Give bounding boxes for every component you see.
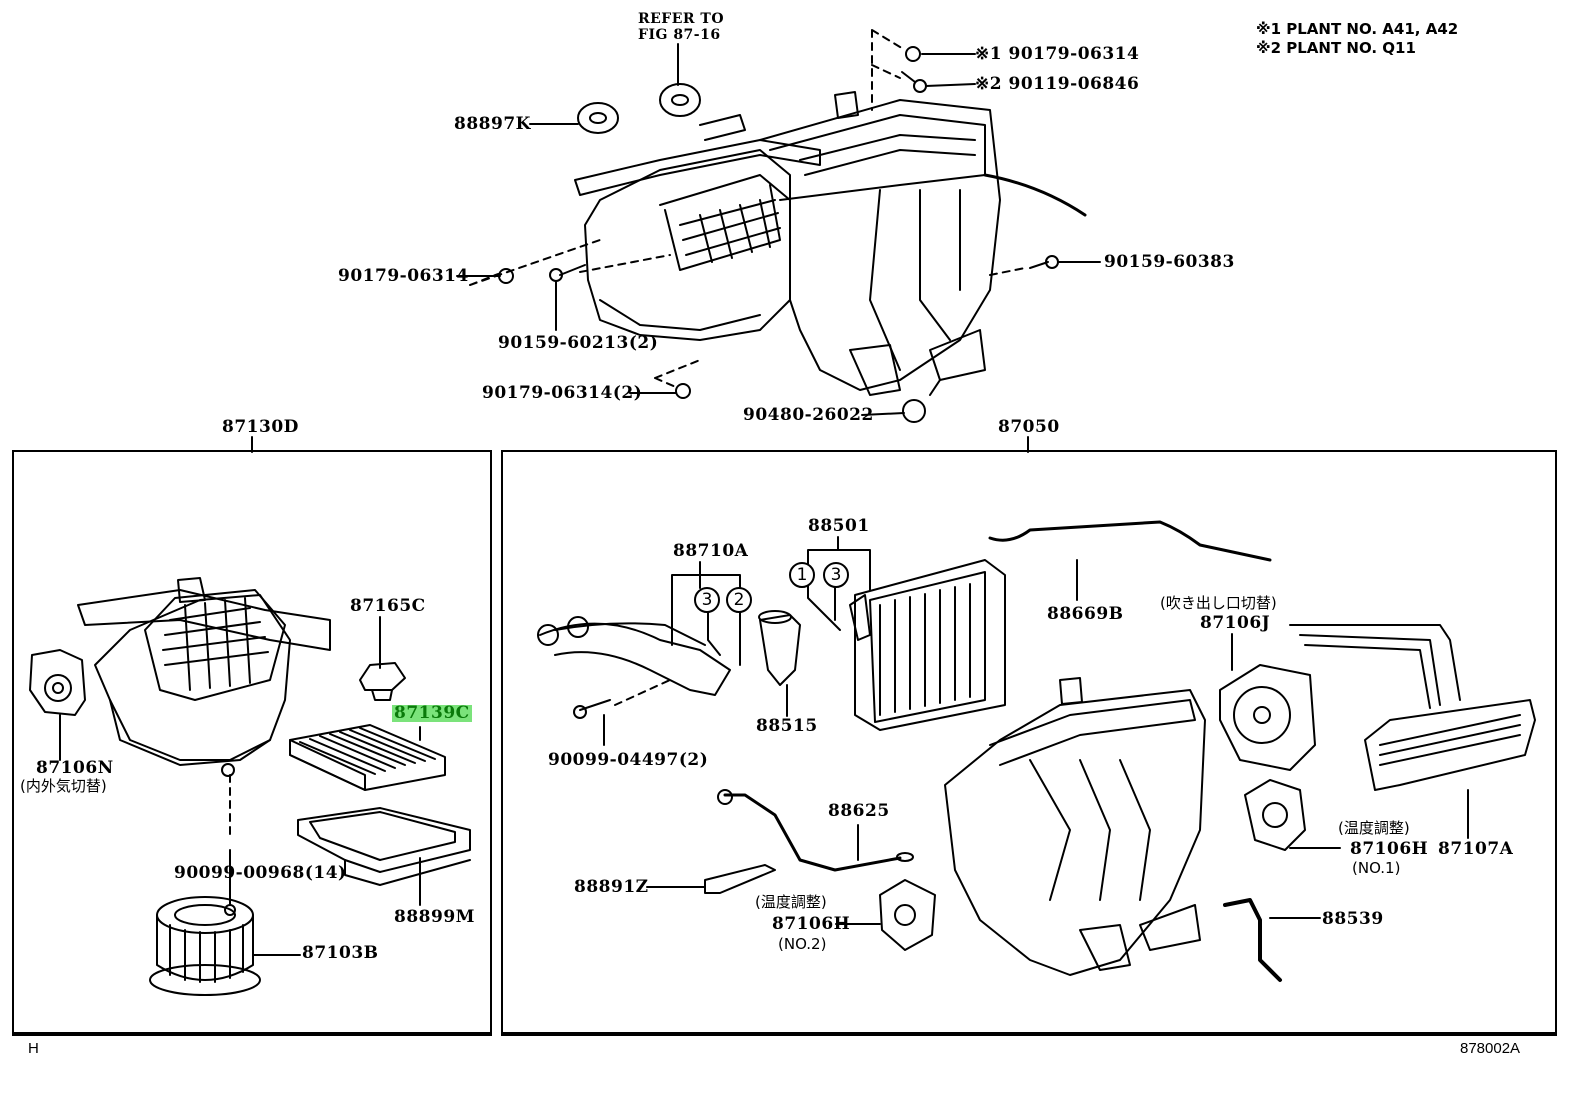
part-no-87106h-no2: (NO.2) (778, 935, 827, 953)
refer-to-label: REFER TO (638, 11, 725, 27)
part-label-88710a[interactable]: 88710A (673, 541, 749, 561)
footer-left-code: H (28, 1040, 39, 1057)
top-dashed-guides (469, 29, 1026, 389)
left-resistor-87165c (359, 662, 406, 701)
part-label-87165c[interactable]: 87165C (350, 596, 426, 616)
part-label-87139c-highlighted[interactable]: 87139C (392, 703, 472, 723)
right-heater-case (944, 677, 1206, 976)
part-label-87106j[interactable]: 87106J (1200, 613, 1271, 633)
right-expansion-valve-88515 (758, 610, 801, 686)
right-dashed-guide (614, 679, 671, 706)
right-evaporator-88501 (849, 559, 1006, 731)
part-label-90159-60383[interactable]: 90159-60383 (1104, 252, 1235, 272)
part-label-88515[interactable]: 88515 (756, 716, 818, 736)
part-label-88897k[interactable]: 88897K (454, 114, 531, 134)
part-label-87106h-no2[interactable]: 87106H (772, 914, 851, 934)
part-sub-87106h-no1: (温度調整) (1338, 819, 1410, 837)
part-label-90099-00968[interactable]: 90099-00968(14) (174, 863, 347, 883)
part-no-87106h-no1: (NO.1) (1352, 859, 1401, 877)
part-label-88899m[interactable]: 88899M (394, 907, 475, 927)
left-blower-assembly (77, 577, 331, 777)
group-frame-87130d (12, 450, 492, 1036)
group-label-87050[interactable]: 87050 (998, 417, 1060, 437)
right-hose-88539 (1223, 898, 1282, 982)
callout-circle-2: 2 (726, 587, 752, 613)
part-label-88501[interactable]: 88501 (808, 516, 870, 536)
right-heater-core-87107a (1289, 624, 1536, 791)
part-sub-87106j: (吹き出し口切替) (1160, 594, 1277, 612)
part-label-87107a[interactable]: 87107A (1438, 839, 1514, 859)
part-label-90480-26022[interactable]: 90480-26022 (743, 405, 874, 425)
left-filter-87139c (289, 724, 446, 791)
plant-note-1: ※1 PLANT NO. A41, A42 (1256, 20, 1459, 38)
part-label-90119-06846-plant2[interactable]: ※2 90119-06846 (975, 74, 1140, 94)
right-sensor-88625 (717, 789, 914, 872)
top-leader-lines (456, 43, 1101, 416)
part-label-90099-04497[interactable]: 90099-04497(2) (548, 750, 709, 770)
right-connector-88891z (704, 864, 776, 894)
callout-circle-3-pipe: 3 (694, 587, 720, 613)
part-label-88625[interactable]: 88625 (828, 801, 890, 821)
part-label-90179-06314-qty2[interactable]: 90179-06314(2) (482, 383, 643, 403)
figure-number: 878002A (1460, 1040, 1521, 1057)
left-case-88899m (297, 807, 471, 886)
left-blower-motor-87103b (149, 896, 261, 996)
right-servo-87106h-no1 (1244, 779, 1306, 851)
part-label-90179-06314[interactable]: 90179-06314 (338, 266, 469, 286)
group-label-87130d[interactable]: 87130D (222, 417, 299, 437)
part-label-88539[interactable]: 88539 (1322, 909, 1384, 929)
refer-fig-link[interactable]: FIG 87-16 (638, 27, 721, 43)
right-drain-hose-88669b (988, 520, 1272, 562)
left-leaders (59, 616, 421, 956)
group-frame-87050 (501, 450, 1557, 1036)
right-servo-87106j (1219, 664, 1316, 771)
part-label-88891z[interactable]: 88891Z (574, 877, 649, 897)
part-label-87106n[interactable]: 87106N (36, 758, 114, 778)
plant-note-2: ※2 PLANT NO. Q11 (1256, 39, 1416, 57)
part-label-90179-06314-plant1[interactable]: ※1 90179-06314 (975, 44, 1140, 64)
part-label-88669b[interactable]: 88669B (1047, 604, 1124, 624)
callout-circle-1: 1 (789, 562, 815, 588)
left-servo-87106n (29, 649, 86, 716)
right-pipes-88710a (537, 616, 731, 719)
callout-circle-3-evap: 3 (823, 562, 849, 588)
right-servo-87106h-no2 (879, 879, 936, 951)
part-label-87103b[interactable]: 87103B (302, 943, 379, 963)
part-sub-87106h-no2: (温度調整) (755, 893, 827, 911)
part-label-90159-60213[interactable]: 90159-60213(2) (498, 333, 659, 353)
part-sub-87106n: (内外気切替) (20, 777, 107, 795)
part-label-87106h-no1[interactable]: 87106H (1350, 839, 1429, 859)
top-hvac-assembly (498, 46, 1087, 423)
